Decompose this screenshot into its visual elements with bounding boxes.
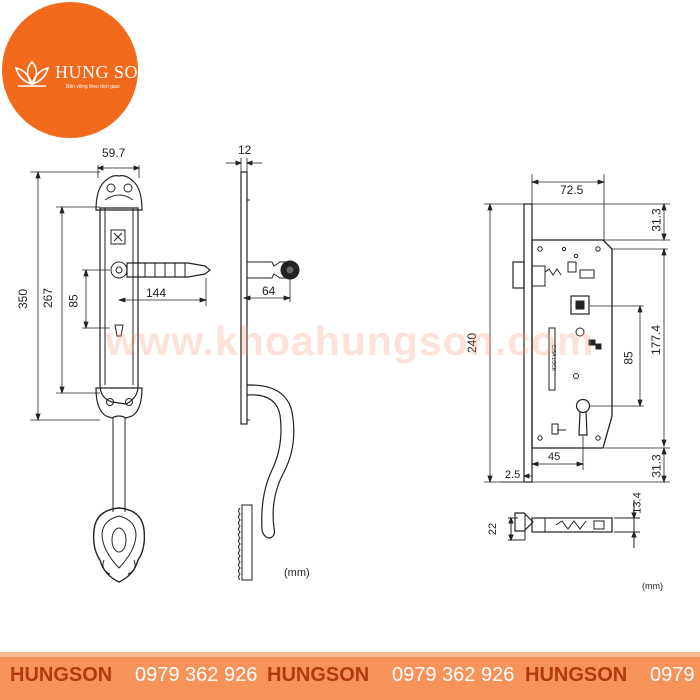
latch-detail xyxy=(508,500,640,548)
dim-spindle-height: 85 xyxy=(66,294,81,308)
svg-text:CISA LOCK: CISA LOCK xyxy=(550,345,556,372)
dim-cylinder-backset: 45 xyxy=(548,451,561,463)
handle-side-view xyxy=(238,171,300,581)
dim-backset: 72.5 xyxy=(560,183,584,197)
dim-bottom-offset: 31.3 xyxy=(649,454,664,478)
brand-tagline: Bền vững theo thời gian xyxy=(66,84,120,90)
lotus-icon xyxy=(14,60,50,87)
dim-latch-projection: 13.4 xyxy=(631,492,644,514)
footer-brand: HUNGSON xyxy=(267,664,370,686)
dim-plate-thickness: 12 xyxy=(238,143,252,157)
footer-contact-strip: HUNGSON 0979 362 926 HUNGSON 0979 362 92… xyxy=(0,652,700,700)
handle-side-dimensions xyxy=(226,158,292,302)
footer-phone[interactable]: 0979 362 926 xyxy=(135,664,258,686)
brand-name: HUNG SON xyxy=(55,62,152,82)
handle-front-dimensions xyxy=(30,165,208,422)
dim-lever-length: 144 xyxy=(146,286,167,300)
dim-latch-height: 22 xyxy=(487,522,500,536)
footer-top-band xyxy=(0,652,700,657)
brand-logo xyxy=(2,2,138,138)
footer-phone[interactable]: 0979 362 926 xyxy=(392,664,515,686)
footer-brand: HUNGSON xyxy=(10,664,113,686)
dim-hole-spacing: 267 xyxy=(41,287,56,309)
dim-top-offset: 31.3 xyxy=(649,208,664,232)
dim-total-height: 350 xyxy=(16,288,31,310)
mortise-dimensions xyxy=(484,174,670,484)
watermark-text: www.khoahungson.com xyxy=(105,318,595,364)
handle-front-view xyxy=(92,175,211,583)
footer-row: HUNGSON 0979 362 926 HUNGSON 0979 362 92… xyxy=(0,664,700,694)
dim-faceplate-offset: 2.5 xyxy=(505,469,521,481)
dim-handle-width: 59.7 xyxy=(102,146,126,160)
unit-label-left: (mm) xyxy=(284,567,310,579)
unit-label-right: (mm) xyxy=(642,581,663,591)
footer-brand: HUNGSON xyxy=(525,664,628,686)
dim-lever-projection: 64 xyxy=(262,284,276,298)
footer-phone[interactable]: 0979 362 926 xyxy=(650,664,700,686)
